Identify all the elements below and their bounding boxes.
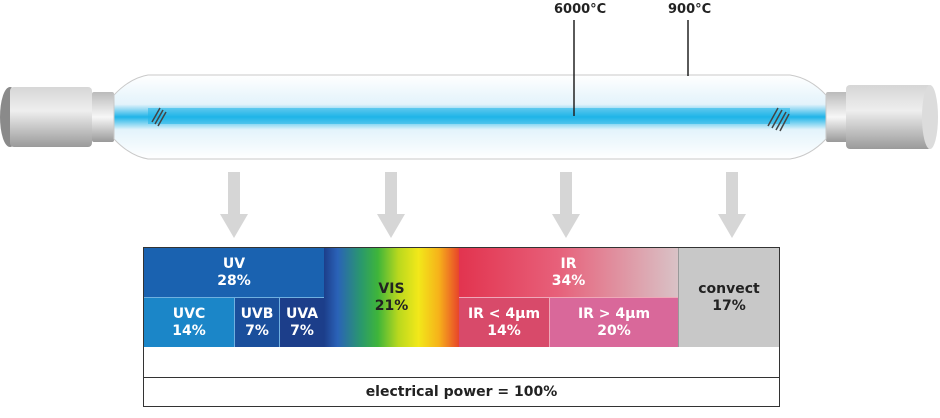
- left-end-cap: [0, 87, 114, 147]
- uvc-pct: 14%: [172, 322, 206, 339]
- ir-short-label: IR < 4µm: [467, 305, 541, 322]
- ir-short-box: IR < 4µm 14%: [459, 297, 549, 347]
- right-end-cap: [826, 85, 938, 149]
- uva-pct: 7%: [290, 322, 314, 339]
- filament-temp-label: 6000°C: [554, 2, 607, 17]
- uv-box: UV 28%: [144, 248, 324, 297]
- uv-pct: 28%: [217, 272, 251, 289]
- vis-box: VIS 21%: [324, 248, 459, 347]
- uvc-box: UVC 14%: [144, 297, 234, 347]
- convect-pct: 17%: [712, 297, 746, 314]
- ir-long-box: IR > 4µm 20%: [549, 297, 678, 347]
- uva-label: UVA: [285, 305, 319, 322]
- ir-label: IR: [560, 255, 577, 272]
- tube-temp-label: 900°C: [668, 2, 712, 17]
- uvb-box: UVB 7%: [234, 297, 279, 347]
- arrow-ir: [552, 172, 580, 238]
- uvc-label: UVC: [172, 305, 206, 322]
- ir-box: IR 34%: [459, 248, 678, 297]
- vis-pct: 21%: [374, 297, 409, 314]
- uv-label: UV: [222, 255, 246, 272]
- uvb-label: UVB: [240, 305, 274, 322]
- ir-short-pct: 14%: [487, 322, 521, 339]
- ir-pct: 34%: [551, 272, 586, 289]
- arrow-vis: [377, 172, 405, 238]
- vis-label: VIS: [378, 280, 405, 297]
- arrow-uv: [220, 172, 248, 238]
- convect-box: convect 17%: [678, 248, 779, 347]
- right-filament-coil: [767, 107, 790, 132]
- ir-long-pct: 20%: [597, 322, 631, 339]
- left-filament-coil: [151, 107, 167, 127]
- uvb-pct: 7%: [245, 322, 269, 339]
- convect-label: convect: [698, 280, 760, 297]
- ir-long-label: IR > 4µm: [577, 305, 651, 322]
- arrow-convect: [718, 172, 746, 238]
- lamp-tube: [113, 74, 827, 160]
- electrical-power-label: electrical power = 100%: [143, 377, 780, 407]
- uva-box: UVA 7%: [279, 297, 324, 347]
